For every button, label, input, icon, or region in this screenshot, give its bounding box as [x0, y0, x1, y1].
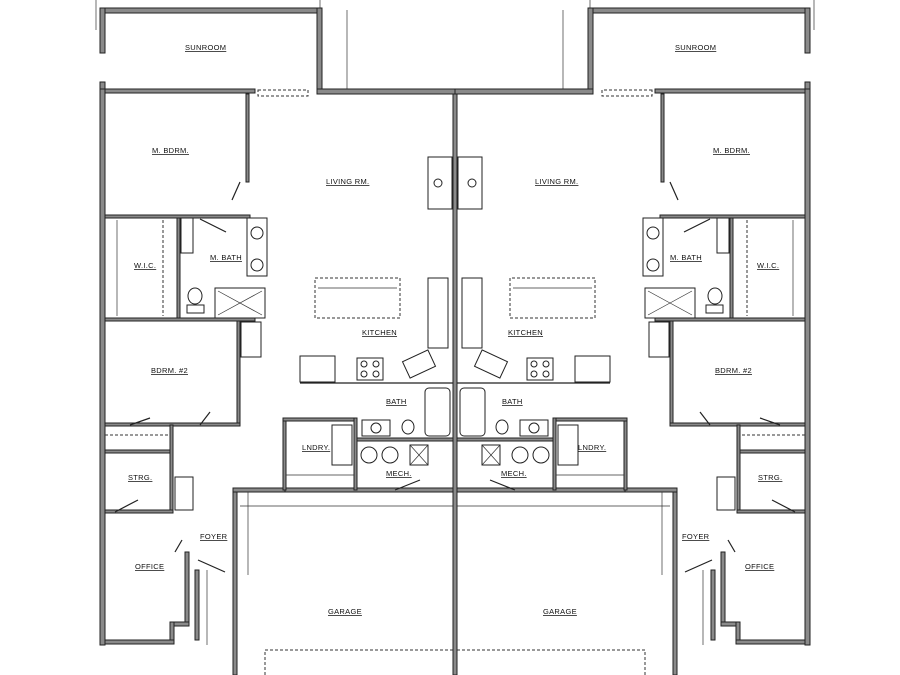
room-laundry: LNDRY. [302, 443, 330, 452]
room-garage: GARAGE [543, 607, 577, 616]
room-walk-in-closet: W.I.C. [134, 261, 156, 270]
room-office: OFFICE [135, 562, 164, 571]
room-master-bath: M. BATH [670, 253, 702, 262]
room-master-bedroom: M. BDRM. [152, 146, 189, 155]
room-garage: GARAGE [328, 607, 362, 616]
unit-right-labels: SUNROOM M. BDRM. LIVING RM. W.I.C. M. BA… [501, 43, 782, 616]
unit-right-walls [452, 0, 815, 675]
room-storage: STRG. [758, 473, 782, 482]
room-master-bath: M. BATH [210, 253, 242, 262]
room-bath: BATH [502, 397, 523, 406]
unit-left-labels: SUNROOM M. BDRM. LIVING RM. W.I.C. M. BA… [128, 43, 412, 616]
room-kitchen: KITCHEN [508, 328, 543, 337]
room-bedroom-2: BDRM. #2 [151, 366, 188, 375]
room-sunroom: SUNROOM [185, 43, 226, 52]
room-mechanical: MECH. [386, 469, 412, 478]
unit-left-walls [95, 0, 458, 675]
room-living-room: LIVING RM. [535, 177, 578, 186]
room-laundry: LNDRY. [578, 443, 606, 452]
room-master-bedroom: M. BDRM. [713, 146, 750, 155]
room-storage: STRG. [128, 473, 152, 482]
room-bedroom-2: BDRM. #2 [715, 366, 752, 375]
room-walk-in-closet: W.I.C. [757, 261, 779, 270]
room-kitchen: KITCHEN [362, 328, 397, 337]
room-living-room: LIVING RM. [326, 177, 369, 186]
room-office: OFFICE [745, 562, 774, 571]
room-foyer: FOYER [200, 532, 228, 541]
room-sunroom: SUNROOM [675, 43, 716, 52]
room-bath: BATH [386, 397, 407, 406]
room-mechanical: MECH. [501, 469, 527, 478]
room-foyer: FOYER [682, 532, 710, 541]
